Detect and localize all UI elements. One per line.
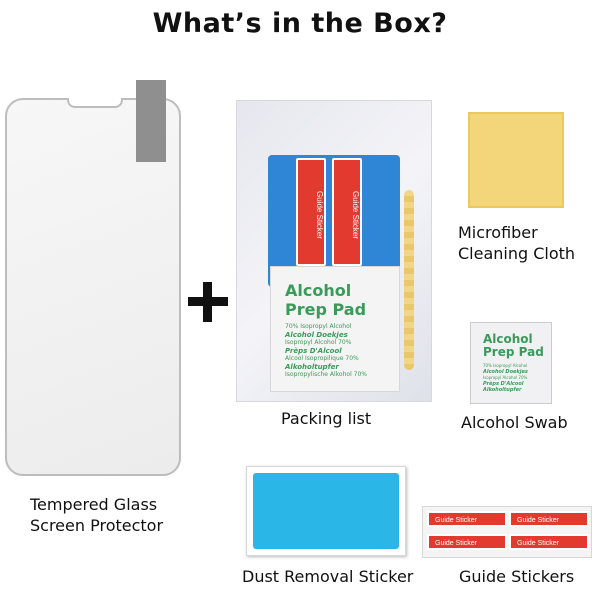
prep-line: Isopropyl Alcohol 70% [285,339,352,346]
swab-line: Alkoholtupfer [483,387,522,393]
guide-stickers-image: Guide Sticker Guide Sticker Guide Sticke… [422,506,592,558]
prep-pad-heading2: Prep Pad [285,300,367,319]
cloth-caption-line1: Microfiber [458,223,538,242]
swab-heading1: Alcohol [483,332,533,346]
prep-line: 70% Isopropyl Alcohol [285,323,352,330]
page-title: What’s in the Box? [152,8,448,39]
dust-sticker-blue [253,473,399,549]
guide-sticker-strip-left: Guide Sticker [296,158,326,266]
swab-heading2: Prep Pad [483,345,544,359]
swab-line: Isopropyl Alcohol 70% [483,375,528,380]
protector-pull-tab [136,80,166,162]
cloth-edge-in-bag [404,190,414,370]
guide-caption: Guide Stickers [459,567,575,586]
guide-sticker: Guide Sticker [427,534,507,550]
prep-line: Alcohol Doekjes [285,331,348,339]
packing-caption: Packing list [281,409,372,428]
protector-notch [67,98,123,108]
prep-line: Isopropylische Alkohol 70% [285,371,367,378]
guide-sticker: Guide Sticker [509,534,589,550]
prep-line: Alkoholtupfer [285,363,339,371]
microfiber-cloth-image [468,112,564,208]
swab-line: 70% Isopropyl Alcohol [483,363,528,368]
plus-icon-bar [188,297,228,306]
protector-caption: Tempered Glass Screen Protector [30,494,163,536]
cloth-caption-line2: Cleaning Cloth [458,244,576,263]
prep-pad-in-bag: Alcohol Prep Pad 70% Isopropyl Alcohol A… [270,266,400,392]
prep-line: Prèps D'Alcool [285,347,342,355]
swab-line: Alcohol Doekjes [483,369,528,375]
protector-caption-line2: Screen Protector [30,516,164,535]
guide-sticker: Guide Sticker [509,511,589,527]
guide-sticker-strip-right: Guide Sticker [332,158,362,266]
prep-line: Alcool Isopropilique 70% [285,355,359,362]
swab-line: Prèps D'Alcool [483,381,524,387]
dust-caption: Dust Removal Sticker [242,567,414,586]
prep-pad-heading1: Alcohol [285,281,352,300]
protector-caption-line1: Tempered Glass [30,495,158,514]
cloth-caption: Microfiber Cleaning Cloth [458,222,575,264]
dust-removal-sticker-image [246,466,406,556]
alcohol-swab-image: Alcohol Prep Pad 70% Isopropyl Alcohol A… [470,322,552,404]
swab-caption: Alcohol Swab [461,413,568,432]
guide-sticker: Guide Sticker [427,511,507,527]
